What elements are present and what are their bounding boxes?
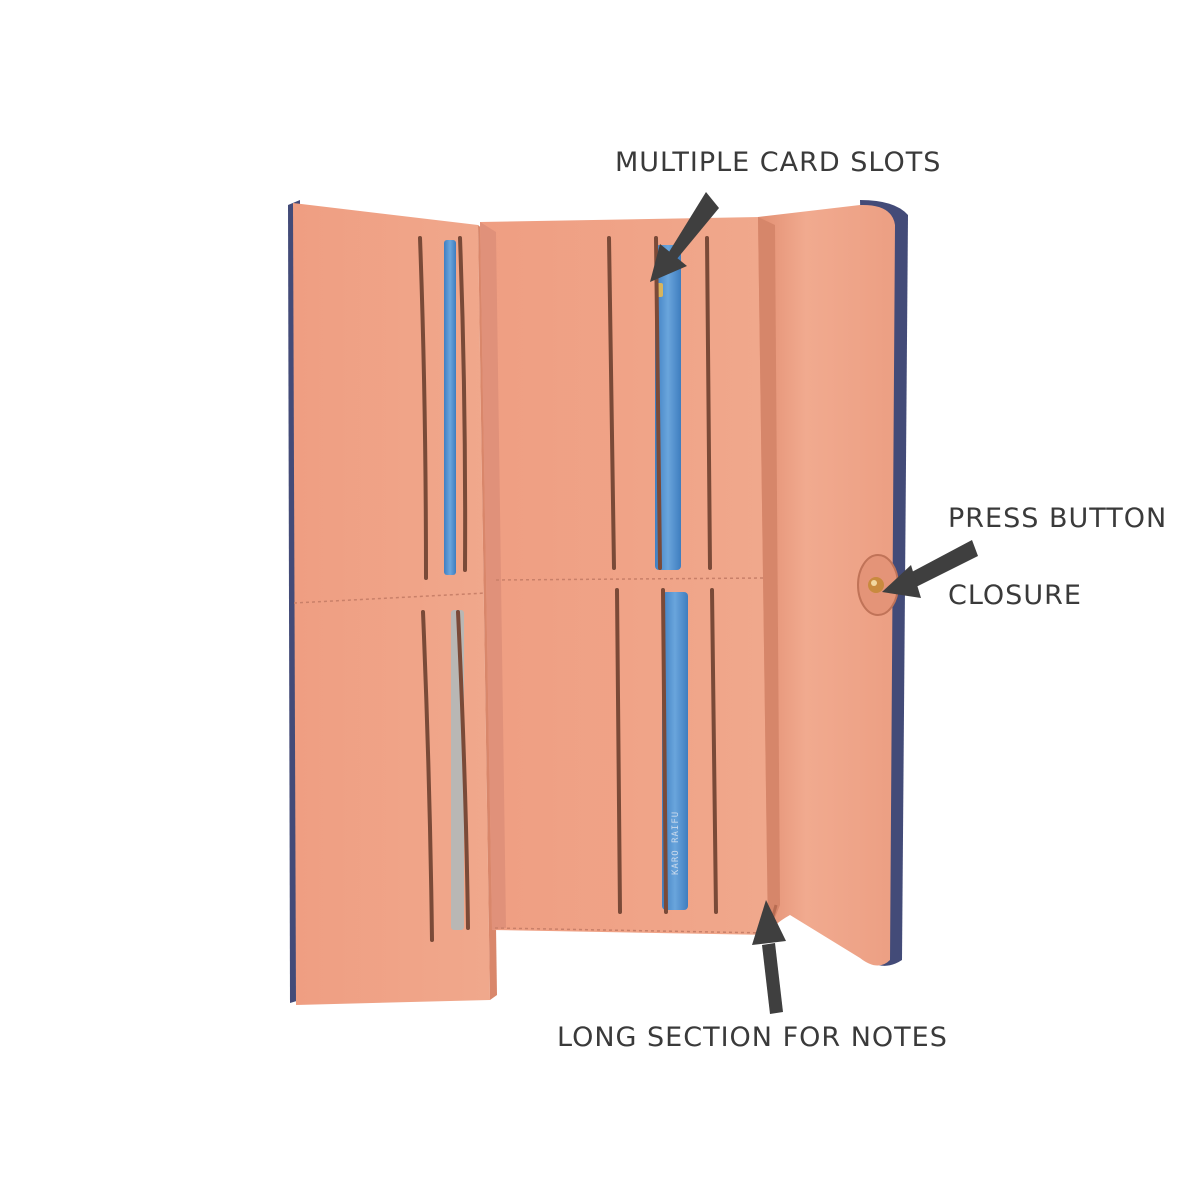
arrow-icon-notes <box>752 900 786 1014</box>
callout-press-button: PRESS BUTTON <box>948 503 1168 534</box>
middle-card-slots <box>607 236 718 914</box>
blue-card-left <box>444 240 456 575</box>
arrow-icon-card-slots <box>650 192 719 282</box>
callout-card-slots: MULTIPLE CARD SLOTS <box>615 147 942 178</box>
callout-closure: CLOSURE <box>948 580 1082 611</box>
left-card-slots <box>418 236 470 942</box>
card-text: KARO RAIFU <box>671 811 681 875</box>
notes-section <box>758 204 895 966</box>
blue-card-bottom <box>662 592 688 910</box>
blue-card-top <box>655 245 681 570</box>
middle-card-panel <box>480 217 769 935</box>
callout-notes-section: LONG SECTION FOR NOTES <box>557 1022 948 1053</box>
arrow-icon-press-button <box>882 540 978 598</box>
